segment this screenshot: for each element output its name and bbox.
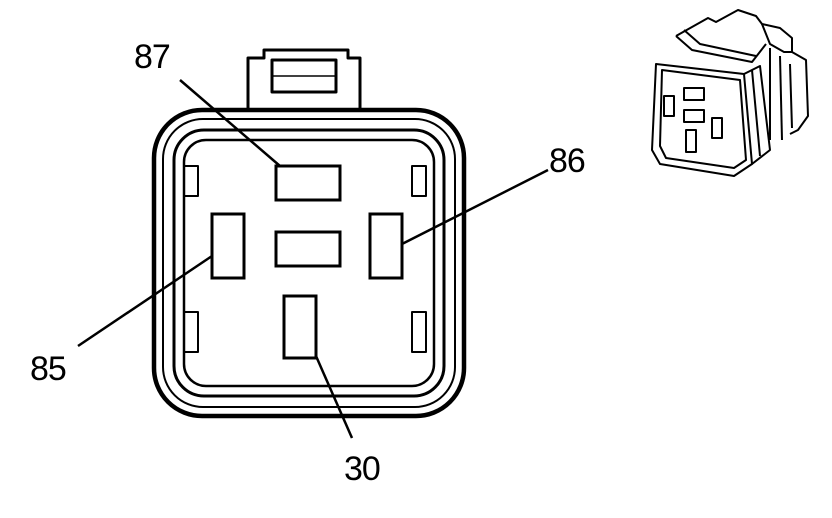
leader-lines xyxy=(77,79,549,439)
pin-label-87: 87 xyxy=(134,38,170,76)
terminal-85 xyxy=(210,212,246,280)
iso-body-top xyxy=(675,9,793,52)
iso-rib-2 xyxy=(779,55,783,141)
iso-top-bevel xyxy=(675,35,767,63)
terminal-30 xyxy=(282,294,318,360)
leader-30 xyxy=(314,355,354,439)
iso-rib-3 xyxy=(789,63,793,129)
pin-label-86: 86 xyxy=(549,142,585,180)
rib-bottom-right xyxy=(411,311,427,353)
terminal-87a xyxy=(274,230,342,268)
pin-labels: 87 86 85 30 xyxy=(30,38,586,488)
iso-body-right xyxy=(789,51,809,135)
cavity-inner-wall xyxy=(182,138,436,388)
cavity-outer-wall xyxy=(172,128,446,398)
iso-terminal-30 xyxy=(685,129,697,153)
iso-terminal-87 xyxy=(683,87,705,101)
iso-rear-clip xyxy=(761,23,792,53)
connector-face xyxy=(151,48,467,419)
rib-top-right xyxy=(411,165,427,197)
iso-terminal-86 xyxy=(711,117,723,139)
iso-front-outer xyxy=(651,63,753,177)
rib-bottom-left xyxy=(183,311,199,353)
pin-label-30: 30 xyxy=(344,450,380,488)
housing-outer-edge xyxy=(151,107,467,419)
housing-outer-inner-edge xyxy=(162,118,456,408)
iso-terminal-85 xyxy=(663,95,675,117)
iso-top-edge xyxy=(683,29,757,57)
terminal-87 xyxy=(274,164,342,202)
leader-86 xyxy=(401,168,549,246)
terminals xyxy=(210,164,404,360)
latch-tab xyxy=(246,48,362,112)
terminal-86 xyxy=(368,212,404,280)
iso-side-depth-2 xyxy=(751,69,761,157)
leader-87 xyxy=(179,79,281,167)
leader-85 xyxy=(77,254,213,348)
iso-front-inner xyxy=(659,69,747,169)
pin-label-85: 85 xyxy=(30,350,66,388)
iso-terminal-87a xyxy=(683,109,705,123)
rib-top-left xyxy=(183,165,199,197)
connector-isometric-view xyxy=(651,9,809,177)
